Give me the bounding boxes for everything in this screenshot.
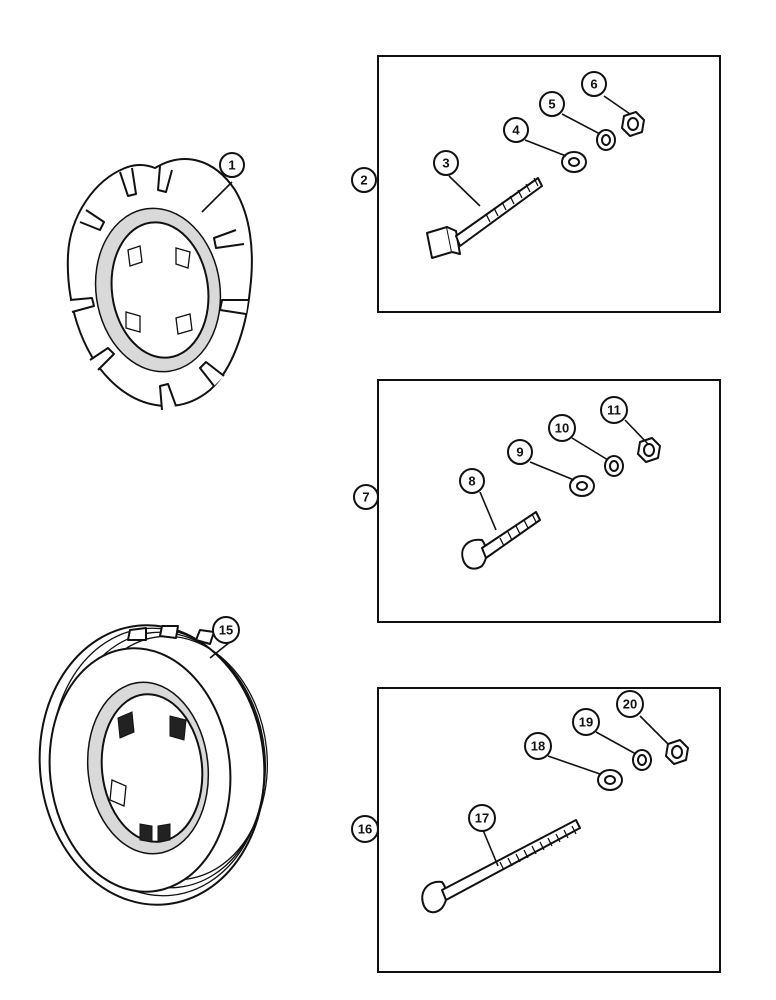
callout-label: 15 — [219, 623, 233, 638]
callout-9: 9 — [507, 439, 533, 465]
callout-8: 8 — [459, 468, 485, 494]
hardware-panel-b — [377, 379, 721, 623]
callout-label: 3 — [442, 156, 449, 171]
callout-label: 16 — [358, 822, 372, 837]
lock-washer — [632, 749, 652, 771]
wheel-weight-tire — [38, 624, 268, 906]
slotted-weight-plate — [66, 158, 253, 411]
callout-label: 19 — [579, 715, 593, 730]
callout-10: 10 — [548, 414, 576, 442]
callout-label: 8 — [468, 474, 475, 489]
flat-washer — [569, 475, 595, 497]
callout-15: 15 — [212, 616, 240, 644]
callout-11: 11 — [600, 396, 628, 424]
callout-5: 5 — [539, 91, 565, 117]
lock-washer — [604, 455, 624, 477]
callout-4: 4 — [503, 117, 529, 143]
hex-nut — [621, 111, 645, 137]
hex-nut — [665, 739, 689, 765]
callout-18: 18 — [524, 732, 552, 760]
callout-label: 20 — [623, 697, 637, 712]
callout-label: 10 — [555, 421, 569, 436]
callout-20: 20 — [616, 690, 644, 718]
lock-washer — [596, 129, 616, 151]
hex-nut — [637, 437, 661, 463]
callout-label: 9 — [516, 445, 523, 460]
callout-6: 6 — [581, 71, 607, 97]
flat-washer — [597, 769, 623, 791]
hardware-panel-c — [377, 687, 721, 973]
square-head-bolt — [426, 177, 543, 259]
callout-label: 6 — [590, 77, 597, 92]
callout-2: 2 — [351, 167, 377, 193]
flat-washer — [561, 151, 587, 173]
callout-17: 17 — [468, 804, 496, 832]
callout-label: 17 — [475, 811, 489, 826]
callout-label: 5 — [548, 97, 555, 112]
callout-label: 1 — [228, 158, 235, 173]
callout-label: 18 — [531, 739, 545, 754]
callout-7: 7 — [353, 484, 379, 510]
callout-label: 7 — [362, 490, 369, 505]
callout-label: 2 — [360, 173, 367, 188]
callout-16: 16 — [351, 815, 379, 843]
callout-label: 4 — [512, 123, 520, 138]
callout-19: 19 — [572, 708, 600, 736]
callout-1: 1 — [219, 152, 245, 178]
carriage-bolt — [461, 511, 541, 570]
callout-3: 3 — [433, 150, 459, 176]
long-carriage-bolt — [421, 819, 581, 914]
callout-label: 11 — [607, 403, 621, 418]
leader-lines — [201, 95, 669, 867]
